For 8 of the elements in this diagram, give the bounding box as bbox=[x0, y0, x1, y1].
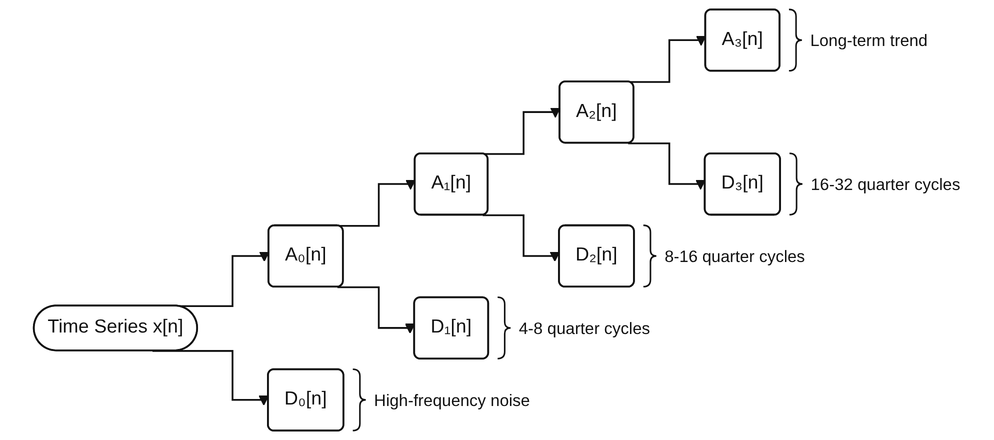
annotation-text: Long-term trend bbox=[810, 32, 928, 50]
arrow bbox=[152, 350, 269, 406]
annotation-text: 4-8 quarter cycles bbox=[518, 320, 650, 338]
arrow bbox=[628, 142, 706, 190]
arrow bbox=[337, 286, 416, 334]
annotation-text: High-frequency noise bbox=[374, 392, 530, 410]
annotation-text: 16-32 quarter cycles bbox=[810, 176, 960, 194]
annotation-text: 8-16 quarter cycles bbox=[664, 248, 805, 266]
